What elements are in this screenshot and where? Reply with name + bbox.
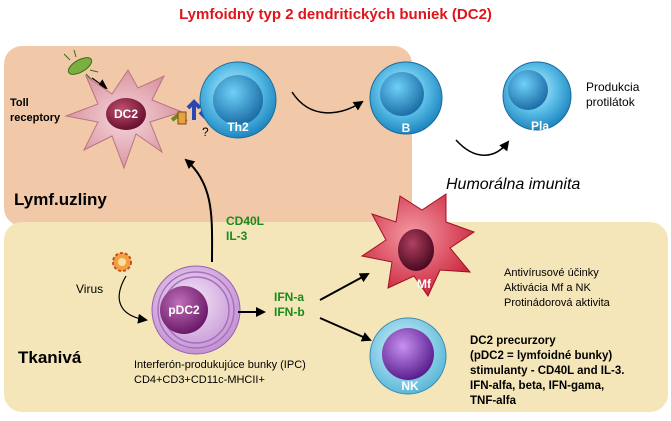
antiviral-effects-label: Antivírusové účinky Aktivácia Mf a NK Pr…: [504, 267, 610, 309]
th2-to-b-arrow: [291, 91, 364, 114]
b-to-pla-arrow: [455, 139, 510, 156]
plasma-cell: Pla: [502, 61, 572, 133]
nk-cell: NK: [369, 317, 447, 395]
virus-label: Virus: [76, 282, 104, 296]
ifn-to-nk-arrow: [319, 317, 372, 342]
nk-label: NK: [401, 379, 419, 393]
bacterium-arrow: [91, 77, 108, 90]
toll-receptors-label: Toll receptory: [10, 97, 61, 124]
receptor-question-mark: ?: [202, 125, 209, 139]
b-cell: B: [369, 61, 443, 135]
dc2-precursors-label: DC2 precurzory (pDC2 = lymfoidné bunky) …: [470, 335, 625, 407]
diagram-title: Lymfoidný typ 2 dendritických buniek (DC…: [179, 6, 492, 23]
dc2-cell: DC2: [64, 69, 184, 170]
tissue-region: [4, 222, 668, 412]
pdc2-cell: pDC2: [151, 265, 241, 355]
virus-icon: [112, 252, 132, 272]
b-label: B: [402, 121, 411, 135]
virus-arrow: [118, 275, 148, 324]
macrophage-cell: Mf: [360, 193, 476, 297]
antibody-production-label: Produkcia protilátok: [586, 80, 640, 109]
th2-label: Th2: [227, 120, 249, 134]
pdc2-to-dc2-arrow: [184, 158, 214, 263]
ifn-to-mf-arrow: [319, 273, 370, 301]
pla-label: Pla: [531, 119, 549, 133]
pdc2-label: pDC2: [168, 303, 200, 317]
mf-label: Mf: [417, 277, 432, 291]
dc2-label: DC2: [114, 107, 138, 121]
lymph-node-label: Lymf.uzliny: [14, 190, 107, 209]
cd40l-il3-label: CD40L IL-3: [226, 214, 265, 243]
ipc-label: Interferón-produkujúce bunky (IPC) CD4+C…: [134, 359, 306, 386]
th2-cell: Th2: [199, 61, 277, 139]
ifn-label: IFN-a IFN-b: [274, 290, 305, 319]
tissue-label: Tkanivá: [18, 348, 82, 367]
humoral-immunity-label: Humorálna imunita: [446, 176, 581, 193]
